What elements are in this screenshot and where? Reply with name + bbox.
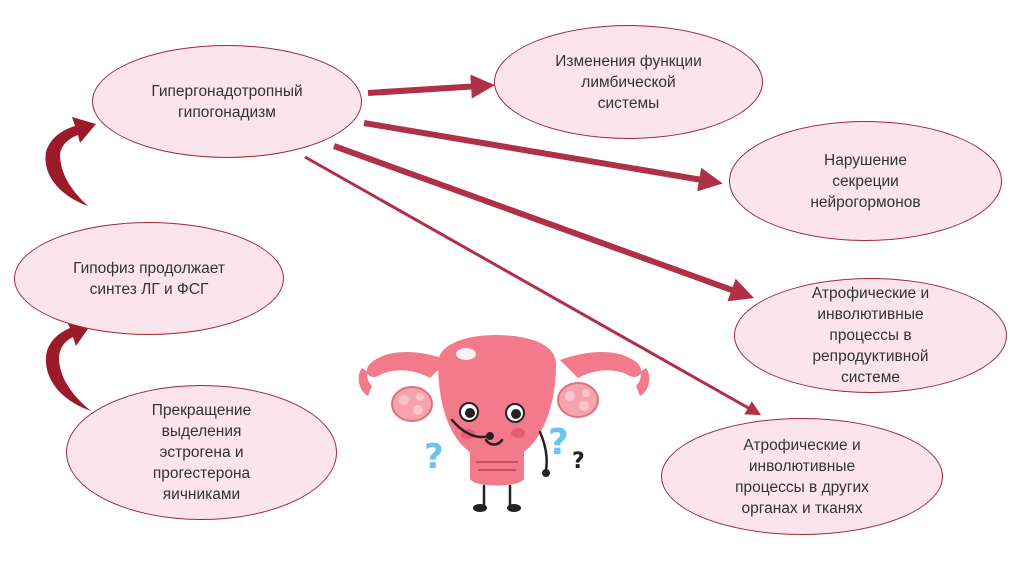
question-mark-right-dark: ? (572, 449, 585, 474)
node-label: Нарушение секреции нейрогормонов (810, 151, 921, 211)
node-label: Изменения функции лимбической системы (555, 52, 702, 112)
node-hypergonadotropic-hypogonadism: Гипергонадотропный гипогонадизм (92, 45, 362, 158)
uterus-character-icon: ? ? ? (358, 335, 650, 512)
node-neurohormone-secretion: Нарушение секреции нейрогормонов (729, 121, 1002, 241)
node-pituitary-synthesis: Гипофиз продолжает синтез ЛГ и ФСГ (14, 222, 284, 335)
node-atrophic-other-organs: Атрофические и инволютивные процессы в д… (661, 418, 943, 535)
question-mark-right-blue: ? (548, 422, 569, 463)
node-label: Гипергонадотропный гипогонадизм (151, 82, 303, 121)
node-hormone-cessation: Прекращение выделения эстрогена и прогес… (66, 385, 337, 520)
curved-arrow-up-top (45, 117, 96, 206)
arrow-to-neurohormones (363, 120, 723, 192)
node-label: Гипофиз продолжает синтез ЛГ и ФСГ (73, 259, 225, 298)
curved-arrow-up-bottom (45, 320, 91, 411)
arrow-to-atrophic-repro (332, 143, 755, 302)
arrow-to-atrophic-other (304, 155, 762, 416)
node-label: Атрофические и инволютивные процессы в д… (735, 436, 869, 517)
node-limbic-system-changes: Изменения функции лимбической системы (494, 25, 763, 139)
question-mark-left: ? (424, 437, 444, 477)
node-label: Атрофические и инволютивные процессы в р… (811, 285, 930, 386)
node-label: Прекращение выделения эстрогена и прогес… (151, 402, 252, 503)
arrow-to-limbic (367, 74, 495, 99)
node-atrophic-reproductive: Атрофические и инволютивные процессы в р… (734, 278, 1007, 393)
